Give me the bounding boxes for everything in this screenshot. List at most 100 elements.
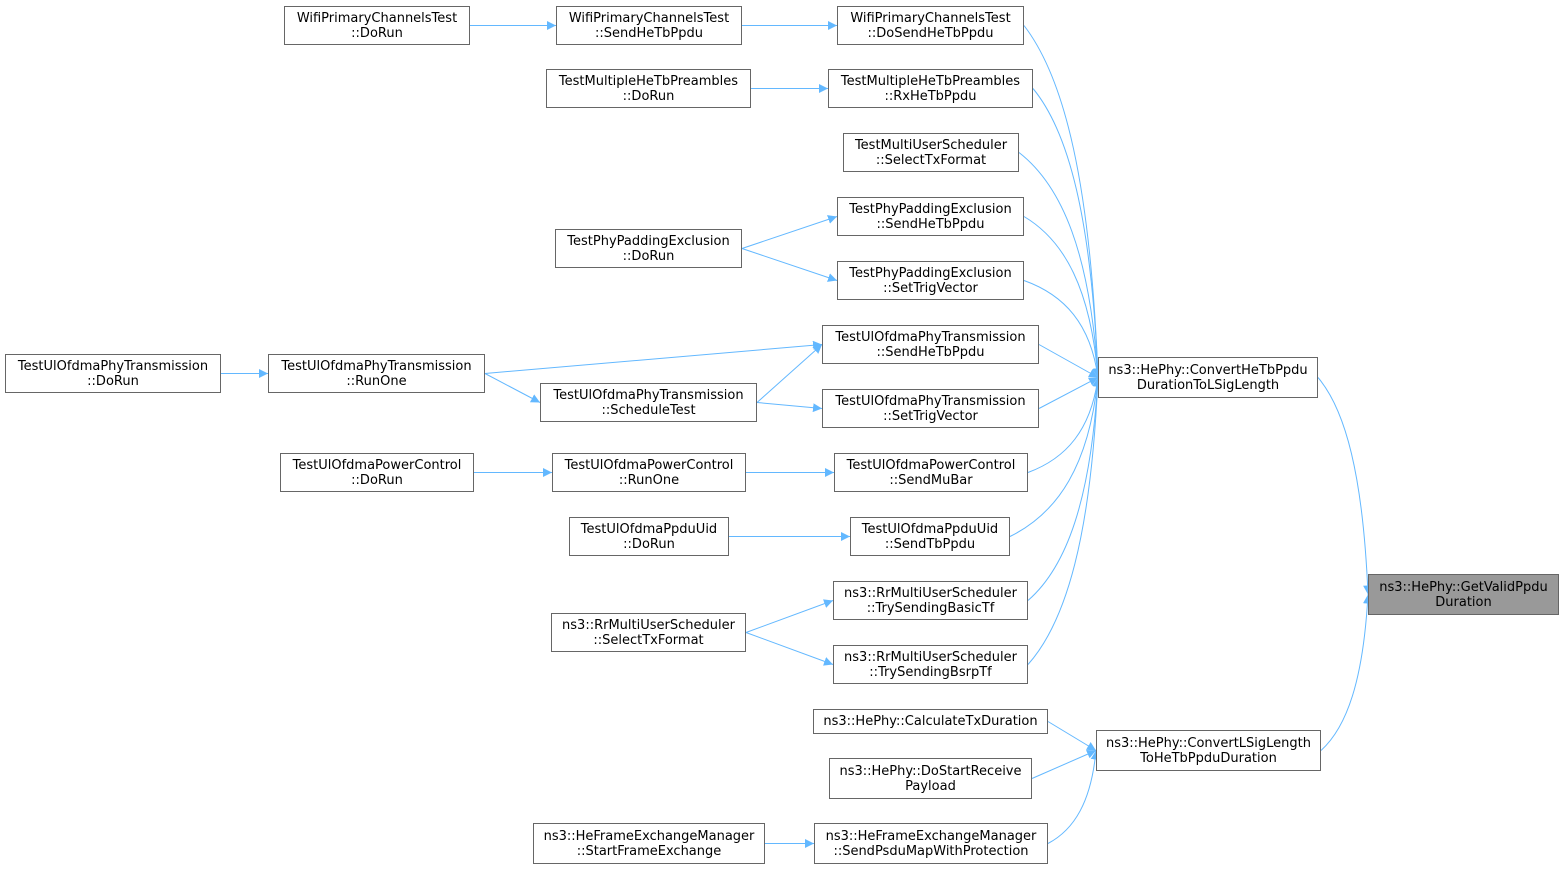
node-label-line: ns3::HeFrameExchangeManager — [543, 828, 755, 844]
node-tppe-dorun[interactable]: TestPhyPaddingExclusion::DoRun — [555, 229, 742, 268]
node-label-line: ns3::HePhy::ConvertLSigLength — [1105, 735, 1311, 751]
node-label-line: TestUlOfdmaPhyTransmission — [281, 358, 472, 374]
node-label-line: ::RunOne — [618, 472, 680, 488]
node-label-line: ns3::HePhy::ConvertHeTbPpdu — [1108, 362, 1308, 378]
edge-tmhp-rx-to-hephy-convhe — [1032, 88, 1103, 378]
edge-tppe-dorun-to-tppe-trig — [741, 248, 838, 282]
node-label-line: ::SetTrigVector — [883, 280, 978, 296]
node-label-line: ::SetTrigVector — [883, 408, 978, 424]
node-label-line: ::DoSendHeTbPpdu — [867, 25, 994, 41]
node-label-line: TestUlOfdmaPhyTransmission — [835, 393, 1026, 409]
node-tmus-select[interactable]: TestMultiUserScheduler::SelectTxFormat — [843, 133, 1019, 172]
node-tppe-send[interactable]: TestPhyPaddingExclusion::SendHeTbPpdu — [837, 197, 1024, 236]
node-label-line: ::SendPsduMapWithProtection — [833, 843, 1029, 859]
edge-wpct-dosend-to-hephy-convhe — [1023, 25, 1103, 378]
node-rrmus-select[interactable]: ns3::RrMultiUserScheduler::SelectTxForma… — [551, 613, 746, 652]
node-tuopc-runone[interactable]: TestUlOfdmaPowerControl::RunOne — [552, 453, 746, 492]
node-label-line: ::TrySendingBsrpTf — [869, 664, 992, 680]
edge-tuopt-trig-to-hephy-convhe — [1038, 377, 1099, 409]
node-label-line: ::SendHeTbPpdu — [876, 216, 985, 232]
node-label-line: ns3::HePhy::DoStartReceive — [839, 763, 1022, 779]
edge-rrmus-bsrp-to-hephy-convhe — [1027, 377, 1103, 665]
node-label-line: ::DoRun — [351, 472, 403, 488]
edge-hephy-convhe-to-hephy-getvalid — [1317, 377, 1373, 595]
node-label-line: ns3::HePhy::CalculateTxDuration — [823, 714, 1038, 729]
node-label-line: TestMultipleHeTbPreambles — [840, 73, 1021, 89]
node-label-line: Duration — [1435, 594, 1492, 610]
node-label-line: WifiPrimaryChannelsTest — [296, 10, 458, 26]
node-hephy-calc[interactable]: ns3::HePhy::CalculateTxDuration — [813, 709, 1048, 734]
node-rrmus-bsrp[interactable]: ns3::RrMultiUserScheduler::TrySendingBsr… — [833, 645, 1028, 684]
node-label-line: ns3::RrMultiUserScheduler — [844, 585, 1017, 601]
node-label-line: ::RxHeTbPpdu — [884, 88, 977, 104]
node-label-line: DurationToLSigLength — [1136, 377, 1280, 393]
node-hefem-send[interactable]: ns3::HeFrameExchangeManager::SendPsduMap… — [814, 823, 1048, 864]
node-label-line: TestPhyPaddingExclusion — [849, 201, 1012, 217]
node-tuopc-dorun[interactable]: TestUlOfdmaPowerControl::DoRun — [280, 453, 474, 492]
node-tuopt-send[interactable]: TestUlOfdmaPhyTransmission::SendHeTbPpdu — [822, 325, 1039, 364]
node-label-line: WifiPrimaryChannelsTest — [568, 10, 730, 26]
node-tppe-trig[interactable]: TestPhyPaddingExclusion::SetTrigVector — [837, 261, 1024, 300]
edge-rrmus-select-to-rrmus-basic — [745, 599, 834, 633]
node-label-line: ::DoRun — [623, 536, 675, 552]
node-tuopt-sched[interactable]: TestUlOfdmaPhyTransmission::ScheduleTest — [540, 383, 757, 422]
edge-tppe-trig-to-hephy-convhe — [1023, 280, 1102, 378]
edge-tuopc-mubar-to-hephy-convhe — [1027, 377, 1102, 473]
node-tuopt-dorun[interactable]: TestUlOfdmaPhyTransmission::DoRun — [5, 354, 221, 393]
edge-tuopu-send-to-hephy-convhe — [1009, 377, 1102, 537]
node-tuopu-dorun[interactable]: TestUlOfdmaPpduUid::DoRun — [569, 517, 729, 556]
node-label-line: ::SendHeTbPpdu — [876, 344, 985, 360]
node-wpct-dosend[interactable]: WifiPrimaryChannelsTest::DoSendHeTbPpdu — [837, 6, 1024, 45]
edge-hephy-convl-to-hephy-getvalid — [1320, 594, 1372, 751]
edge-hefem-send-to-hephy-convl — [1047, 750, 1100, 844]
node-label-line: TestUlOfdmaPowerControl — [564, 457, 734, 473]
node-wpct-send[interactable]: WifiPrimaryChannelsTest::SendHeTbPpdu — [556, 6, 742, 45]
edge-tuopt-sched-to-tuopt-send — [756, 344, 823, 403]
node-label-line: TestMultiUserScheduler — [854, 137, 1008, 153]
node-tuopc-mubar[interactable]: TestUlOfdmaPowerControl::SendMuBar — [834, 453, 1028, 492]
edge-tppe-send-to-hephy-convhe — [1023, 216, 1102, 378]
edge-tmus-select-to-hephy-convhe — [1018, 152, 1102, 378]
node-label-line: ns3::RrMultiUserScheduler — [844, 649, 1017, 665]
edge-tuopt-runone-to-tuopt-send — [484, 340, 823, 374]
node-label-line: ns3::HePhy::GetValidPpdu — [1379, 579, 1548, 595]
node-label-line: TestUlOfdmaPowerControl — [292, 457, 462, 473]
node-label-line: ::RunOne — [346, 373, 407, 389]
node-label-line: TestUlOfdmaPowerControl — [846, 457, 1016, 473]
node-label-line: ::StartFrameExchange — [576, 843, 722, 859]
edge-tppe-dorun-to-tppe-send — [741, 215, 838, 249]
edge-tuopt-send-to-hephy-convhe — [1038, 344, 1099, 378]
node-label-line: ::DoRun — [622, 248, 675, 264]
node-tuopu-send[interactable]: TestUlOfdmaPpduUid::SendTbPpdu — [850, 517, 1010, 556]
node-tmhp-rx[interactable]: TestMultipleHeTbPreambles::RxHeTbPpdu — [828, 69, 1033, 108]
node-label-line: TestUlOfdmaPhyTransmission — [553, 387, 744, 403]
node-hefem-start[interactable]: ns3::HeFrameExchangeManager::StartFrameE… — [533, 823, 765, 864]
node-tmhp-dorun[interactable]: TestMultipleHeTbPreambles::DoRun — [546, 69, 751, 108]
node-tuopt-trig[interactable]: TestUlOfdmaPhyTransmission::SetTrigVecto… — [822, 389, 1039, 428]
node-label-line: ::SendTbPpdu — [884, 536, 976, 552]
node-label-line: TestUlOfdmaPpduUid — [580, 521, 718, 537]
node-label-line: ::SelectTxFormat — [593, 632, 704, 648]
node-label-line: TestUlOfdmaPhyTransmission — [835, 329, 1026, 345]
node-label-line: TestUlOfdmaPpduUid — [861, 521, 999, 537]
node-label-line: TestMultipleHeTbPreambles — [558, 73, 739, 89]
node-label-line: ::DoRun — [87, 373, 139, 389]
node-label-line: ::SelectTxFormat — [875, 152, 987, 168]
node-label-line: ::DoRun — [622, 88, 675, 104]
node-label-line: Payload — [905, 778, 956, 794]
edge-hephy-calc-to-hephy-convl — [1047, 721, 1097, 751]
node-wpct-dorun[interactable]: WifiPrimaryChannelsTest::DoRun — [284, 6, 470, 45]
node-label-line: ::SendMuBar — [889, 472, 973, 488]
edge-rrmus-basic-to-hephy-convhe — [1027, 377, 1102, 601]
node-label-line: TestPhyPaddingExclusion — [849, 265, 1012, 281]
node-label-line: ns3::HeFrameExchangeManager — [825, 828, 1037, 844]
node-rrmus-basic[interactable]: ns3::RrMultiUserScheduler::TrySendingBas… — [833, 581, 1028, 620]
node-label-line: TestUlOfdmaPhyTransmission — [17, 358, 209, 374]
edge-tuopt-sched-to-tuopt-trig — [756, 402, 823, 413]
node-tuopt-runone[interactable]: TestUlOfdmaPhyTransmission::RunOne — [268, 354, 485, 393]
